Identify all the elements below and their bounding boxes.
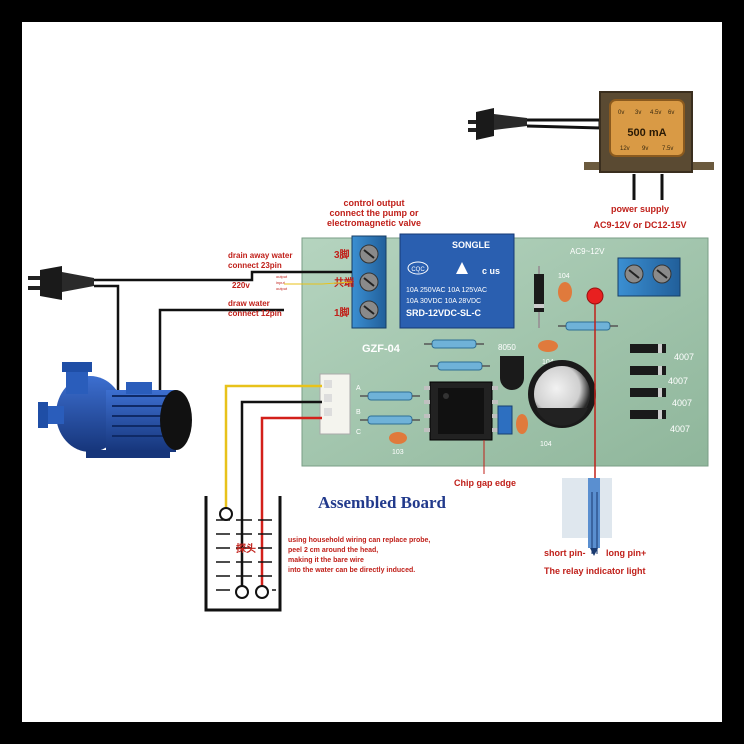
probe-note-0: using household wiring can replace probe… [288, 537, 430, 544]
ic-chip [424, 381, 498, 441]
transformer-tap-6: 7.5v [662, 146, 673, 152]
diagram-canvas: 0v 3v 4.5v 6v 500 mA 12v 9v 7.5v power s… [22, 22, 722, 722]
connector-letter-b: B [356, 409, 361, 416]
probe-wire-yellow [224, 384, 322, 514]
pump-icon [38, 362, 192, 458]
output-terminal-block [351, 235, 387, 329]
power-terminal-block [617, 257, 681, 297]
board-model: GZF-04 [362, 343, 401, 355]
transistor-label: 8050 [498, 343, 516, 352]
pin-label-3: 3脚 [334, 248, 350, 261]
pump-wire [158, 308, 284, 396]
diode-label-2: 4007 [672, 398, 692, 408]
probe-chinese-label: 探头 [236, 542, 256, 555]
led-icon [562, 478, 612, 556]
draw-label-1: connect 12pin [228, 309, 282, 318]
probe-note-2: making it the bare wire [288, 557, 364, 564]
probe-wire-red [260, 416, 322, 590]
plug-icon [468, 108, 527, 140]
tiny-mark-1: input [276, 280, 286, 285]
relay: SONGLE CQC c us 10A 250VAC 10A 125VAC 10… [399, 233, 515, 329]
led-long-pin-label: long pin+ [606, 548, 646, 558]
assembled-board-title: Assembled Board [318, 493, 447, 512]
led-short-pin-label: short pin- [544, 548, 586, 558]
relay-cert: CQC [411, 267, 425, 273]
water-container-icon [204, 496, 282, 612]
cap-label-3: 103 [392, 449, 404, 456]
probe-note-1: peel 2 cm around the head, [288, 547, 378, 554]
tiny-mark-0: output [276, 274, 288, 279]
power-cord [526, 118, 602, 130]
relay-line-2: SRD-12VDC-SL-C [406, 308, 482, 318]
transformer-icon: 0v 3v 4.5v 6v 500 mA 12v 9v 7.5v [584, 91, 714, 173]
transformer-tap-0: 0v [618, 110, 624, 116]
board-power-silk: AC9~12V [570, 247, 605, 256]
relay-indicator-label: The relay indicator light [544, 566, 646, 576]
voltage-label: 220v [232, 281, 250, 290]
control-output-label-0: control output [344, 198, 405, 208]
plug-icon [28, 266, 94, 300]
wiring-diagram: 0v 3v 4.5v 6v 500 mA 12v 9v 7.5v power s… [28, 91, 714, 612]
connector-letter-c: C [356, 429, 361, 436]
transformer-tap-2: 4.5v [650, 110, 661, 116]
chip-gap-label: Chip gap edge [454, 478, 516, 488]
relay-line-0: 10A 250VAC 10A 125VAC [406, 287, 487, 294]
diode-label-3: 4007 [670, 424, 690, 434]
pin-label-1: 1脚 [334, 306, 350, 319]
draw-label-0: draw water [228, 299, 270, 308]
control-output-label-2: electromagnetic valve [327, 218, 421, 228]
power-supply-voltage: AC9-12V or DC12-15V [593, 220, 686, 230]
cap-label-0: 104 [558, 273, 570, 280]
relay-brand: SONGLE [452, 240, 490, 250]
diode-label-1: 4007 [668, 376, 688, 386]
drain-label-1: connect 23pin [228, 261, 282, 270]
cap-label-2: 104 [540, 441, 552, 448]
transformer-tap-4: 12v [620, 146, 630, 152]
probe-connector [319, 373, 351, 435]
transformer-tap-5: 9v [642, 146, 648, 152]
probe-note-3: into the water can be directly induced. [288, 567, 415, 574]
tiny-mark-2: output [276, 286, 288, 291]
relay-line-1: 10A 30VDC 10A 28VDC [406, 298, 481, 305]
control-output-label-1: connect the pump or [329, 208, 419, 218]
mains-wire-bottom [94, 284, 120, 392]
relay-ul: c us [482, 266, 500, 276]
diode-label-0: 4007 [674, 352, 694, 362]
drain-label-0: drain away water [228, 251, 292, 260]
mains-wire-top [94, 270, 352, 282]
rectifier-diodes [630, 344, 666, 419]
electrolytic-capacitor [528, 360, 596, 428]
circuit-board: GZF-04 AC9~12V 3脚 共端 1脚 SONGLE CQC c us … [301, 233, 709, 467]
probe-wire-black [240, 400, 322, 590]
transformer-tap-1: 3v [635, 110, 641, 116]
transformer-tap-3: 6v [668, 110, 674, 116]
transformer-rating: 500 mA [627, 127, 666, 139]
power-supply-label: power supply [611, 204, 669, 214]
connector-letter-a: A [356, 385, 361, 392]
resistors [367, 321, 611, 425]
cap-label-1: 104 [542, 359, 554, 366]
